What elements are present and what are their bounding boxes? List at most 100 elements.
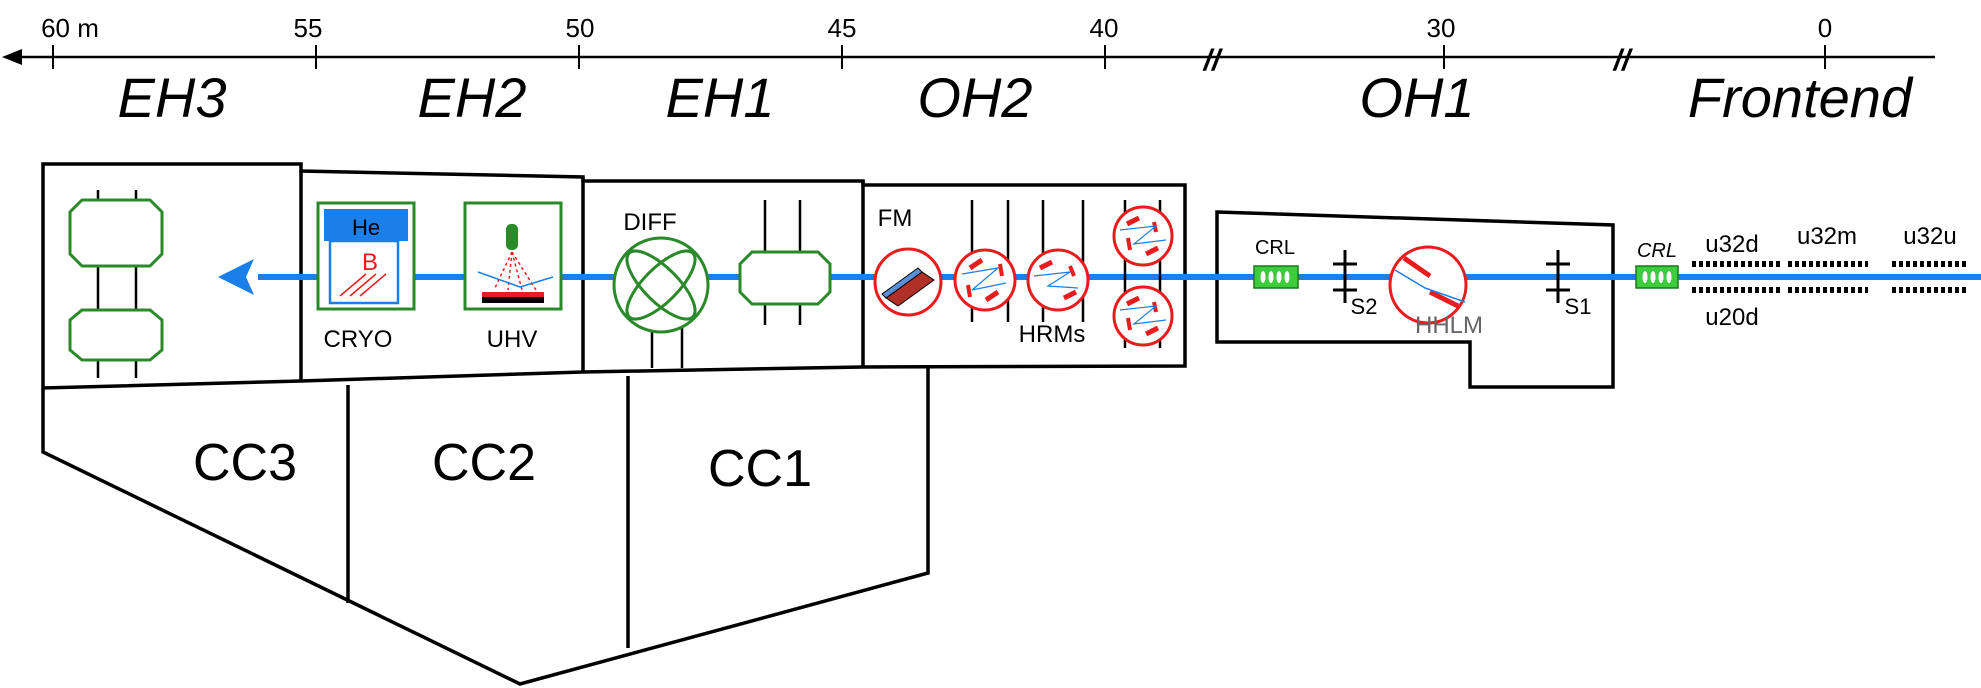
crl-frontend-label: CRL (1637, 240, 1677, 262)
crl-oh1-label: CRL (1255, 237, 1295, 259)
hrm-2 (1026, 248, 1090, 312)
hrm-2-crystal-a (1038, 259, 1054, 271)
hrm-1-beam (961, 267, 1007, 291)
axis-label-45: 45 (828, 13, 857, 43)
crl-frontend-lens-3 (1658, 271, 1664, 283)
cc-outline (41, 367, 930, 686)
hhlm: HHLM (1388, 245, 1483, 339)
hhlm-crystal-2 (1428, 289, 1460, 309)
hhlm-beam (1394, 269, 1466, 303)
axis-break-2: // (1612, 44, 1633, 77)
u32u-label: u32u (1903, 223, 1956, 250)
uhv-beam-in (519, 276, 554, 288)
s2-label: S2 (1351, 294, 1378, 319)
hrm-1-crystal-a (968, 257, 984, 271)
hrm-1-crystal-d (998, 263, 1004, 277)
uhv-beam-out (477, 271, 521, 288)
hrm-4 (1112, 285, 1174, 347)
diff-label: DIFF (623, 209, 676, 236)
slit-s2: S2 (1333, 250, 1377, 319)
hhlm-circle (1388, 245, 1468, 325)
axis-label-50: 50 (566, 13, 595, 43)
diff-setup: DIFF (612, 209, 710, 368)
oh1-optics: CRL S2 HHLM S1 (1253, 237, 1591, 339)
distance-axis: 60 m 55 50 45 40 30 0 // // (2, 13, 1935, 77)
cryo-setup: He B CRYO (316, 201, 416, 353)
cc3-label: CC3 (193, 434, 297, 492)
axis-arrowhead (2, 49, 22, 65)
cryo-sample-box (328, 239, 400, 305)
undulator-u32d (1692, 261, 1780, 293)
hrm-1-crystal-b (984, 289, 1000, 303)
crl-oh1-lens-3 (1276, 271, 1282, 283)
hall-headings: EH3 EH2 EH1 OH2 OH1 Frontend (118, 66, 1914, 129)
oh2-optics: FM (873, 200, 1174, 348)
slit-s1: S1 (1546, 250, 1591, 319)
axis-label-40: 40 (1090, 13, 1119, 43)
hrm-4-crystal-a (1125, 295, 1141, 307)
hrm-1 (953, 248, 1017, 312)
hrm-3 (1112, 205, 1174, 267)
cryo-label: CRYO (324, 326, 393, 353)
uhv-setup: UHV (463, 201, 563, 353)
crl-frontend-lens-2 (1650, 271, 1656, 283)
frontend-components: CRL u32d u32m u32u u20d (1635, 223, 1968, 331)
hall-oh2: OH2 (917, 66, 1032, 129)
axis-break-1: // (1202, 44, 1223, 77)
uhv-label: UHV (487, 326, 538, 353)
hrm-1-crystal-c (966, 284, 972, 298)
b-field-label: B (362, 249, 378, 276)
hall-oh1: OH1 (1359, 66, 1474, 129)
hhlm-crystal-1 (1402, 255, 1432, 279)
hrm-2-crystal-b (1062, 289, 1078, 301)
axis-label-55: 55 (294, 13, 323, 43)
hall-eh1: EH1 (666, 66, 775, 129)
fm-mirror-top (881, 267, 923, 299)
hrm-3-crystal-a (1125, 215, 1141, 227)
crl-oh1-lens-4 (1284, 271, 1290, 283)
uhv-manipulator (506, 224, 518, 250)
u20d-label: u20d (1705, 304, 1758, 331)
hrm-4-beam (1119, 305, 1167, 325)
diff-circle (612, 236, 710, 334)
control-cabins: CC3 CC2 CC1 (193, 434, 812, 498)
hall-frontend: Frontend (1688, 66, 1914, 129)
hrms-label: HRMs (1019, 321, 1086, 348)
fm-label: FM (878, 205, 913, 232)
axis-label-60: 60 m (41, 13, 99, 43)
hrm-2-beam (1033, 271, 1079, 289)
s1-label: S1 (1565, 294, 1592, 319)
uhv-frame (463, 201, 563, 311)
eh3-stage (68, 190, 164, 378)
u32d-label: u32d (1705, 231, 1758, 258)
b-field-arrow-1 (339, 273, 367, 297)
hrm-4-crystal-b (1144, 325, 1160, 337)
diff-ring-1 (625, 249, 697, 321)
cc2-label: CC2 (432, 434, 536, 492)
crl-oh1-lens-2 (1268, 271, 1274, 283)
uhv-ray-1 (493, 251, 513, 291)
uhv-ray-3 (511, 251, 523, 291)
crl-frontend-box (1635, 265, 1679, 289)
undulator-u32u (1892, 261, 1968, 293)
hrm-4-crystal-c (1126, 317, 1132, 331)
axis-label-0: 0 (1818, 13, 1832, 43)
hrm-2-crystal-c (1068, 265, 1076, 277)
oh1-outline (1215, 210, 1615, 389)
crl-frontend-lens-1 (1642, 271, 1648, 283)
eh3-upper-stage (68, 198, 164, 268)
diff-ring-2 (625, 249, 697, 321)
eh3-lower-stage (68, 308, 164, 362)
crl-oh1-lens-1 (1260, 271, 1266, 283)
hall-eh3: EH3 (118, 66, 227, 129)
hall-row-outline (41, 162, 1187, 390)
hrm-3-crystal-b (1144, 245, 1160, 257)
undulator-u32m (1788, 261, 1868, 293)
u32m-label: u32m (1797, 223, 1857, 250)
hrm-3-crystal-c (1126, 237, 1132, 251)
uhv-sample-red (482, 292, 544, 297)
eh1-stage (738, 250, 832, 306)
building-walls (41, 162, 1615, 686)
axis-label-30: 30 (1427, 13, 1456, 43)
